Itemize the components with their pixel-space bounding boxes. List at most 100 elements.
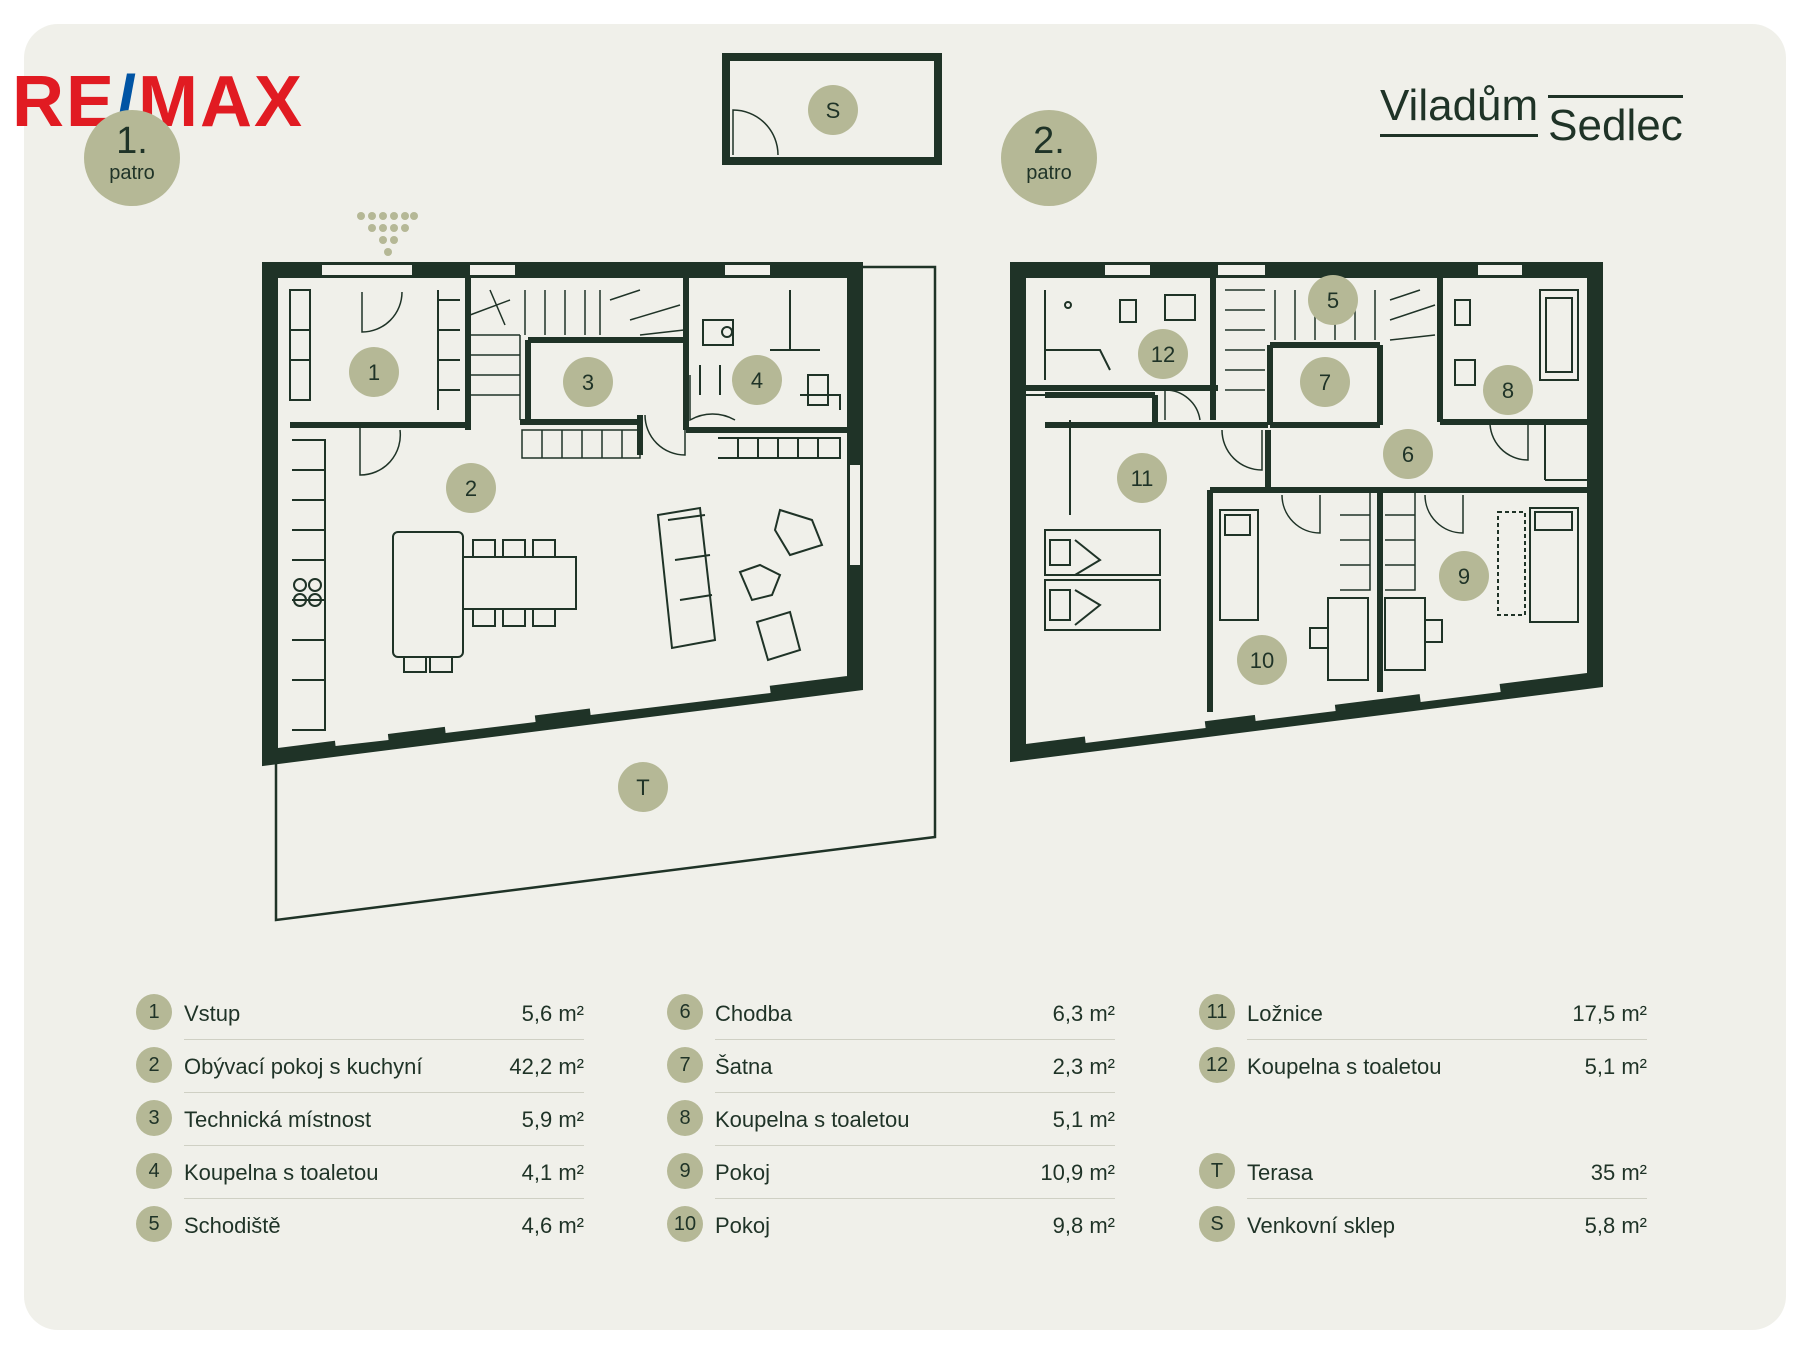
- room-area: 5,6 m²: [521, 1001, 584, 1026]
- legend-badge: T: [1199, 1153, 1235, 1189]
- legend-row-empty: [1199, 1096, 1647, 1149]
- svg-text:S: S: [826, 98, 841, 123]
- room-name: Obývací pokoj s kuchyní: [184, 1054, 423, 1079]
- cellar-door: [732, 109, 779, 156]
- room-name: Pokoj: [715, 1213, 771, 1238]
- entrance-arrow: [357, 212, 418, 256]
- legend-badge: 10: [667, 1206, 703, 1242]
- legend-badge: 9: [667, 1153, 703, 1189]
- project-logo-word2: Sedlec: [1548, 95, 1683, 148]
- legend-badge: 6: [667, 994, 703, 1030]
- room-area: 9,8 m²: [1052, 1213, 1115, 1238]
- room-name: Technická místnost: [184, 1107, 372, 1132]
- legend-row: 6 Chodba 6,3 m²: [667, 990, 1115, 1043]
- legend-row: 10 Pokoj 9,8 m²: [667, 1202, 1115, 1255]
- marker-6: 6: [1383, 429, 1433, 479]
- floor2-furniture: [1026, 289, 1587, 681]
- floor-number: 2.: [1033, 120, 1065, 162]
- marker-5: 5: [1308, 275, 1358, 325]
- svg-text:10: 10: [1250, 648, 1274, 673]
- svg-text:12: 12: [1151, 342, 1175, 367]
- room-name: Šatna: [715, 1054, 773, 1079]
- room-name: Venkovní sklep: [1247, 1213, 1395, 1238]
- legend-badge: 5: [136, 1206, 172, 1242]
- legend-badge: 4: [136, 1153, 172, 1189]
- legend-badge: 3: [136, 1100, 172, 1136]
- legend-row: S Venkovní sklep 5,8 m²: [1199, 1202, 1647, 1255]
- svg-text:1: 1: [368, 360, 380, 385]
- room-area: 5,1 m²: [1584, 1054, 1647, 1079]
- marker-2: 2: [446, 463, 496, 513]
- svg-text:8: 8: [1502, 378, 1514, 403]
- marker-9: 9: [1439, 551, 1489, 601]
- floor-badge-1: 1. patro: [84, 110, 180, 206]
- floor-badge-2: 2. patro: [1001, 110, 1097, 206]
- floor1-outer-wall: [262, 262, 863, 767]
- legend-row: 3 Technická místnost 5,9 m²: [136, 1096, 584, 1149]
- legend-badge: 7: [667, 1047, 703, 1083]
- marker-8: 8: [1483, 365, 1533, 415]
- svg-text:5: 5: [1327, 288, 1339, 313]
- svg-text:2: 2: [465, 476, 477, 501]
- room-name: Koupelna s toaletou: [715, 1107, 910, 1132]
- svg-text:3: 3: [582, 370, 594, 395]
- legend-column-1: 1 Vstup 5,6 m² 2 Obývací pokoj s kuchyní 42,…: [136, 990, 584, 1255]
- room-name: Chodba: [715, 1001, 793, 1026]
- marker-T: T: [618, 762, 668, 812]
- room-area: 17,5 m²: [1572, 1001, 1647, 1026]
- marker-12: 12: [1138, 329, 1188, 379]
- room-area: 5,8 m²: [1584, 1213, 1647, 1238]
- marker-4: 4: [732, 355, 782, 405]
- marker-1: 1: [349, 347, 399, 397]
- svg-text:T: T: [636, 775, 649, 800]
- marker-S: S: [808, 85, 858, 135]
- room-area: 5,1 m²: [1052, 1107, 1115, 1132]
- floor-number: 1.: [116, 120, 148, 162]
- floor2-outer-wall: [1010, 262, 1603, 763]
- svg-text:4: 4: [751, 368, 763, 393]
- legend-row: T Terasa 35 m²: [1199, 1149, 1647, 1202]
- cellar-outline: [722, 53, 942, 165]
- floor-label: patro: [1026, 162, 1072, 184]
- room-name: Vstup: [184, 1001, 241, 1026]
- terrace-outline: [274, 265, 937, 922]
- svg-text:11: 11: [1131, 466, 1154, 491]
- room-area: 5,9 m²: [521, 1107, 584, 1132]
- room-area: 6,3 m²: [1052, 1001, 1115, 1026]
- room-area: 4,6 m²: [521, 1213, 584, 1238]
- marker-11: 11: [1117, 453, 1167, 503]
- room-markers: 1 2 3 4 T S 5 7 12 8 6 11 9 10: [349, 85, 1533, 812]
- floor1-windows: [322, 265, 860, 746]
- room-name: Pokoj: [715, 1160, 771, 1185]
- room-area: 35 m²: [1590, 1160, 1647, 1185]
- room-name: Ložnice: [1247, 1001, 1323, 1026]
- legend-row: 1 Vstup 5,6 m²: [136, 990, 584, 1043]
- svg-text:7: 7: [1319, 370, 1331, 395]
- marker-10: 10: [1237, 635, 1287, 685]
- marker-3: 3: [563, 357, 613, 407]
- legend-row: 11 Ložnice 17,5 m²: [1199, 990, 1647, 1043]
- legend-badge: 12: [1199, 1047, 1235, 1083]
- plan-card: [24, 24, 1786, 1330]
- room-name: Terasa: [1247, 1160, 1314, 1185]
- legend-badge: 11: [1199, 994, 1235, 1030]
- legend-badge: S: [1199, 1206, 1235, 1242]
- legend-row: 12 Koupelna s toaletou 5,1 m²: [1199, 1043, 1647, 1096]
- legend-row: 4 Koupelna s toaletou 4,1 m²: [136, 1149, 584, 1202]
- legend-row: 2 Obývací pokoj s kuchyní 42,2 m²: [136, 1043, 584, 1096]
- floor-label: patro: [109, 162, 155, 184]
- room-name: Koupelna s toaletou: [184, 1160, 379, 1185]
- legend-badge: 2: [136, 1047, 172, 1083]
- floor1-furniture: [289, 289, 841, 731]
- room-area: 42,2 m²: [509, 1054, 584, 1079]
- legend-column-3: 11 Ložnice 17,5 m² 12 Koupelna s toaletou 5,…: [1199, 990, 1647, 1255]
- room-area: 4,1 m²: [521, 1160, 584, 1185]
- legend-badge: 1: [136, 994, 172, 1030]
- room-name: Koupelna s toaletou: [1247, 1054, 1442, 1079]
- svg-text:6: 6: [1402, 442, 1414, 467]
